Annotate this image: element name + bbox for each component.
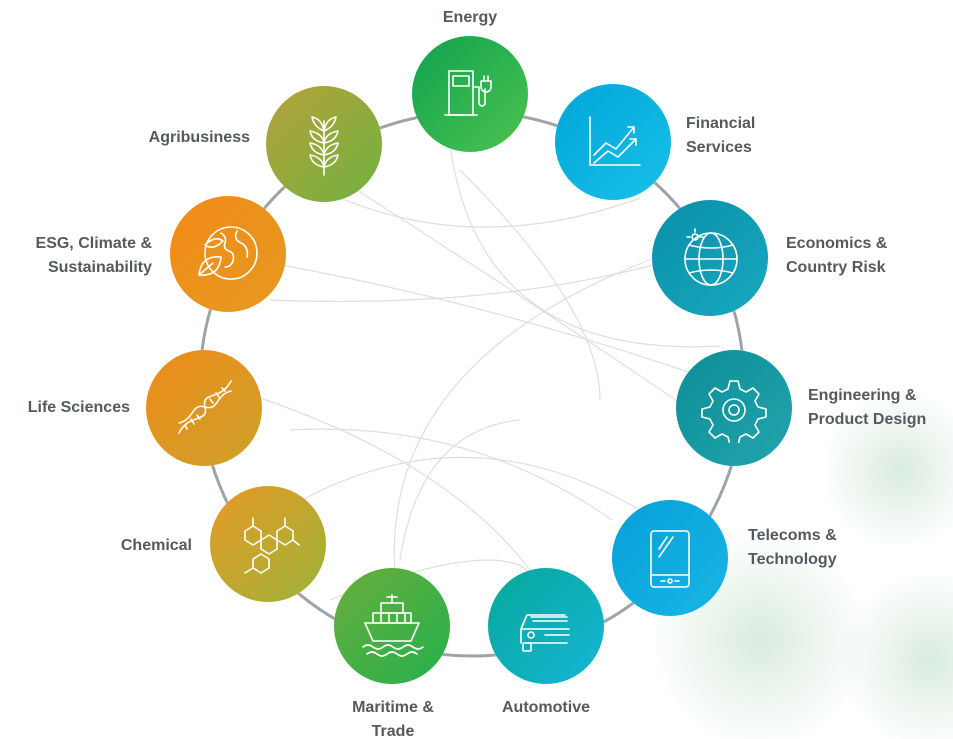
molecule-icon bbox=[244, 517, 300, 574]
fuel-pump-icon bbox=[444, 70, 492, 116]
telecoms-technology-node[interactable] bbox=[612, 500, 728, 616]
chemical-label[interactable]: Chemical bbox=[120, 537, 192, 554]
cargo-ship-icon bbox=[362, 594, 424, 657]
dna-icon bbox=[178, 380, 232, 434]
wheat-icon bbox=[309, 116, 339, 176]
car-icon bbox=[520, 614, 570, 652]
automotive-label[interactable]: Automotive bbox=[502, 699, 590, 716]
energy-label[interactable]: Energy bbox=[442, 9, 498, 26]
economics-country-risk-label[interactable]: Economics & Country Risk bbox=[786, 235, 888, 276]
agribusiness-node[interactable] bbox=[266, 86, 382, 202]
energy-node[interactable] bbox=[412, 36, 528, 152]
trend-chart-icon bbox=[589, 116, 641, 166]
engineering-product-design-node[interactable] bbox=[676, 350, 792, 466]
maritime-trade-node[interactable] bbox=[334, 568, 450, 684]
chemical-node[interactable] bbox=[210, 486, 326, 602]
life-sciences-label[interactable]: Life Sciences bbox=[27, 399, 130, 416]
economics-country-risk-node[interactable] bbox=[652, 200, 768, 316]
maritime-trade-label[interactable]: Maritime & Trade bbox=[352, 699, 434, 739]
automotive-node[interactable] bbox=[488, 568, 604, 684]
globe-leaf-icon bbox=[198, 226, 258, 280]
engineering-product-design-label[interactable]: Engineering & Product Design bbox=[808, 387, 927, 428]
agribusiness-label[interactable]: Agribusiness bbox=[148, 129, 250, 146]
life-sciences-node[interactable] bbox=[146, 350, 262, 466]
gear-icon bbox=[701, 380, 767, 443]
esg-climate-sustainability-node[interactable] bbox=[170, 196, 286, 312]
financial-services-label[interactable]: Financial Services bbox=[686, 115, 756, 156]
globe-icon bbox=[684, 228, 738, 286]
esg-climate-sustainability-label[interactable]: ESG, Climate & Sustainability bbox=[35, 235, 152, 276]
financial-services-node[interactable] bbox=[555, 84, 671, 200]
telecoms-technology-label[interactable]: Telecoms & Technology bbox=[748, 527, 837, 568]
tablet-icon bbox=[650, 530, 690, 588]
